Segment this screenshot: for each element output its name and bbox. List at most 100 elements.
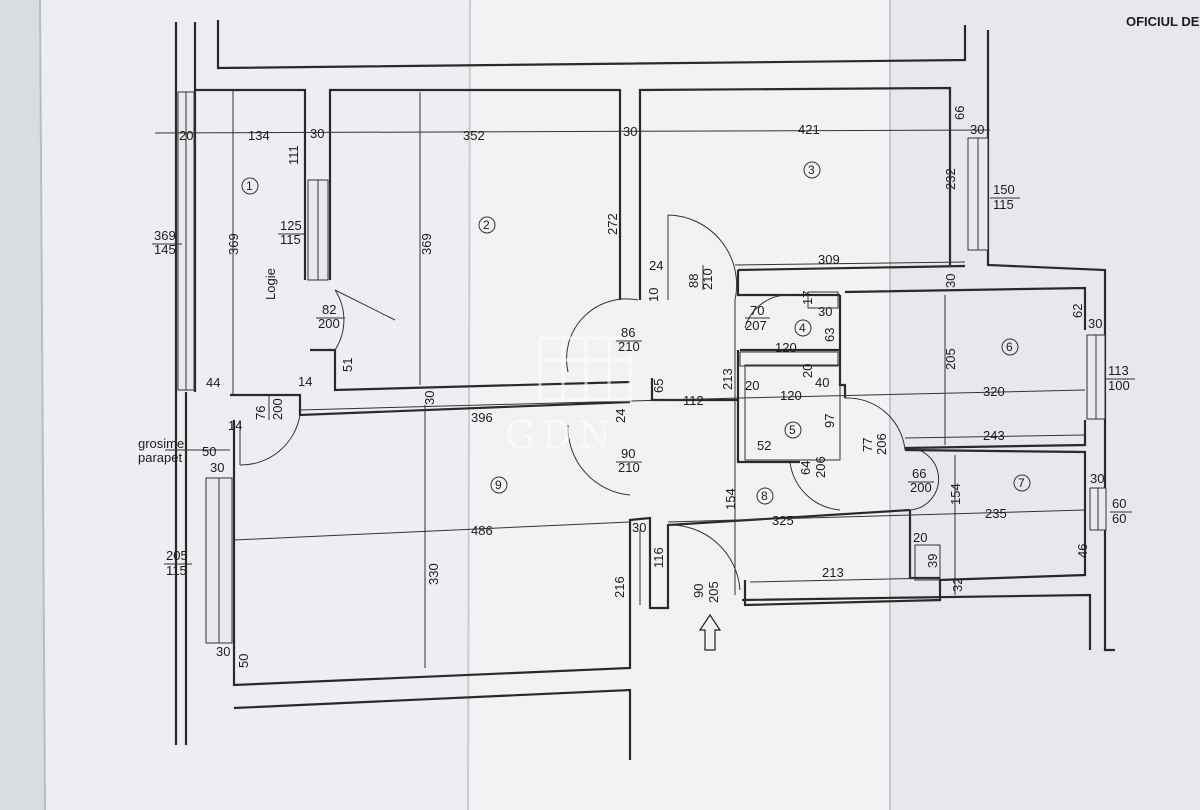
dim: 86 bbox=[621, 325, 635, 340]
dim: 20 bbox=[800, 364, 815, 378]
dim: 207 bbox=[745, 318, 767, 333]
dim: 120 bbox=[775, 340, 797, 355]
entrance-arrow-icon bbox=[698, 613, 722, 651]
dim: 232 bbox=[943, 168, 958, 190]
parapet-label: parapet bbox=[138, 450, 182, 465]
dim: 369 bbox=[226, 233, 241, 255]
dim: 115 bbox=[993, 197, 1014, 212]
dim: 486 bbox=[471, 523, 493, 538]
dim: 112 bbox=[683, 393, 704, 408]
room-number: 7 bbox=[1018, 476, 1025, 490]
dim: 320 bbox=[983, 384, 1005, 399]
dim: 30 bbox=[1088, 316, 1102, 331]
dim: 20 bbox=[745, 378, 759, 393]
dimension-texts: 20 134 30 352 30 421 30 125 115 369 145 … bbox=[154, 122, 1130, 659]
dim: 369 bbox=[154, 228, 176, 243]
dim: 30 bbox=[210, 460, 224, 475]
dim: 14 bbox=[228, 418, 242, 433]
dim: 14 bbox=[298, 374, 312, 389]
dim: 24 bbox=[613, 409, 628, 423]
dim: 213 bbox=[822, 565, 844, 580]
grosime-label: grosime bbox=[138, 436, 184, 451]
dim: 113 bbox=[1108, 363, 1129, 378]
dim: 24 bbox=[649, 258, 663, 273]
dim: 30 bbox=[216, 644, 230, 659]
room-number: 1 bbox=[246, 179, 253, 193]
dim: 330 bbox=[426, 563, 441, 585]
dim: 88 bbox=[686, 274, 701, 288]
dim: 116 bbox=[651, 547, 666, 568]
dim: 90 bbox=[691, 584, 706, 598]
dim: 205 bbox=[706, 581, 721, 603]
dim: 125 bbox=[280, 218, 302, 233]
room-number: 3 bbox=[808, 163, 815, 177]
dim: 77 bbox=[860, 438, 875, 452]
dim: 210 bbox=[700, 268, 715, 290]
dim: 325 bbox=[772, 513, 794, 528]
walls bbox=[174, 20, 1115, 760]
dim: 150 bbox=[993, 182, 1015, 197]
dim: 30 bbox=[632, 520, 646, 535]
dim: 120 bbox=[780, 388, 802, 403]
dim: 97 bbox=[822, 414, 837, 428]
dim: 30 bbox=[310, 126, 324, 141]
dim: 272 bbox=[605, 213, 620, 235]
dim: 115 bbox=[166, 563, 187, 578]
dim: 235 bbox=[985, 506, 1007, 521]
room-number: 9 bbox=[495, 478, 502, 492]
dim: 32 bbox=[950, 578, 965, 592]
dim: 44 bbox=[206, 375, 220, 390]
dim: 210 bbox=[618, 339, 640, 354]
dim: 216 bbox=[612, 576, 627, 598]
dim: 30 bbox=[818, 304, 832, 319]
fraction-bars bbox=[152, 197, 1135, 565]
dim: 46 bbox=[1075, 544, 1090, 558]
dim: 39 bbox=[925, 554, 940, 568]
room-number: 5 bbox=[789, 423, 796, 437]
dim: 66 bbox=[952, 106, 967, 120]
dim: 154 bbox=[948, 483, 963, 505]
dim: 115 bbox=[280, 232, 301, 247]
dim: 82 bbox=[322, 302, 336, 317]
watermark-text: GDN bbox=[505, 413, 617, 457]
dim: 30 bbox=[1090, 471, 1104, 486]
dim: 213 bbox=[720, 368, 735, 390]
dim: 76 bbox=[253, 406, 268, 420]
dim: 200 bbox=[270, 398, 285, 420]
room-number: 6 bbox=[1006, 340, 1013, 354]
dim: 10 bbox=[646, 288, 661, 302]
dim: 17 bbox=[800, 291, 815, 305]
dim: 210 bbox=[618, 460, 640, 475]
dim: 145 bbox=[154, 242, 176, 257]
dim: 205 bbox=[943, 348, 958, 370]
dim: 30 bbox=[422, 391, 437, 405]
dim: 52 bbox=[757, 438, 771, 453]
dimension-texts-vertical: 369 111 369 272 66 232 88 210 10 17 63 3… bbox=[226, 106, 1090, 668]
dim: 65 bbox=[651, 379, 666, 393]
dim: 309 bbox=[818, 252, 840, 267]
windows bbox=[177, 91, 1107, 644]
paper-edge bbox=[39, 0, 46, 810]
dim: 369 bbox=[419, 233, 434, 255]
dim: 421 bbox=[798, 122, 820, 137]
dim: 63 bbox=[822, 328, 837, 342]
dim: 90 bbox=[621, 446, 635, 461]
dim: 352 bbox=[463, 128, 485, 143]
doors bbox=[239, 214, 941, 591]
room-number: 2 bbox=[483, 218, 490, 232]
dim: 30 bbox=[623, 124, 637, 139]
paper-left bbox=[40, 0, 470, 810]
dim: 70 bbox=[750, 303, 764, 318]
watermark-logo-icon bbox=[538, 336, 632, 402]
dim: 154 bbox=[723, 488, 738, 510]
room-markers: 1 2 3 4 5 6 7 8 9 bbox=[241, 161, 1031, 505]
dimension-lines bbox=[154, 90, 1086, 668]
dim: 243 bbox=[983, 428, 1005, 443]
logie-label: Logie bbox=[263, 268, 278, 300]
dim: 51 bbox=[340, 358, 355, 372]
room-number: 4 bbox=[799, 321, 806, 335]
dim: 206 bbox=[874, 433, 889, 455]
dim: 30 bbox=[970, 122, 984, 137]
dim: 40 bbox=[815, 375, 829, 390]
dim: 134 bbox=[248, 128, 270, 143]
